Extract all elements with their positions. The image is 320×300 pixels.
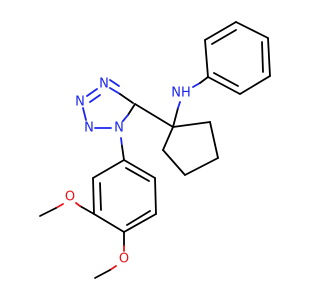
- bond-o2-me-a: [109, 265, 117, 271]
- bond-ph-6: [207, 76, 241, 95]
- bond-ar-d3: [125, 167, 150, 182]
- bond-cp-4: [162, 149, 186, 176]
- bond-ar-5: [154, 177, 157, 215]
- bond-n4-n3: [86, 88, 98, 97]
- atom-n4: N: [99, 77, 109, 92]
- bond-cp-5: [162, 126, 174, 151]
- bond-ar-1: [92, 159, 125, 179]
- bond-o2-me-b: [94, 269, 111, 279]
- bond-cp-1: [172, 121, 211, 128]
- atom-nh: NH: [171, 86, 191, 101]
- bond-ar-d1: [99, 182, 102, 211]
- bond-ar-o1-a: [79, 205, 95, 215]
- atom-o2: O: [119, 252, 129, 267]
- molecule-structure: N N N N NH: [39, 21, 271, 279]
- bond-ph-2: [204, 21, 237, 41]
- molecule-diagram: N N N N NH: [39, 21, 271, 279]
- bond-n1-ar-a: [120, 137, 123, 147]
- bond-cq-nh-b: [177, 101, 181, 109]
- bond-ar-4: [123, 213, 157, 233]
- bond-ph-d3: [213, 72, 239, 87]
- dimethoxyphenyl-ring: [92, 159, 157, 233]
- bond-n4-c5-double-a: [109, 79, 120, 87]
- bond-nh-ph-a: [192, 82, 201, 88]
- bond-ar-d2: [126, 210, 151, 226]
- bond-cq-nh-a: [172, 107, 179, 128]
- bond-c5-n1-a: [127, 103, 136, 116]
- atom-o1: O: [65, 190, 75, 205]
- atom-n3: N: [75, 95, 85, 110]
- bond-ar-o1-b: [75, 202, 81, 207]
- bond-ph-4: [267, 37, 271, 77]
- bond-ar-3: [93, 213, 125, 233]
- bond-o1-me-b: [39, 207, 57, 217]
- bond-ar-2: [92, 177, 95, 215]
- bond-ph-1: [204, 39, 209, 78]
- bond-ph-d1: [211, 29, 237, 45]
- bond-c5-n1-b: [122, 114, 129, 122]
- bond-c5-cq: [134, 103, 174, 128]
- bond-cp-2: [209, 121, 219, 159]
- bond-o1-me-a: [55, 203, 64, 209]
- bond-n4-c5-b: [119, 93, 134, 104]
- bond-n4-n3-double: [89, 94, 101, 103]
- bond-n4-c5-a: [109, 87, 121, 95]
- bond-ph-d2: [261, 41, 264, 73]
- bond-nh-ph-b: [199, 76, 209, 84]
- bond-cp-3: [184, 157, 219, 176]
- phenyl-ring: [204, 21, 271, 95]
- bond-n3-n2: [82, 107, 87, 121]
- bond-ph-3: [235, 21, 269, 39]
- atom-n2: N: [84, 121, 94, 136]
- cyclopentane-ring: [162, 121, 219, 176]
- tetrazole-ring: [82, 79, 136, 129]
- atom-n1: N: [114, 121, 124, 136]
- bond-n1-ar-b: [121, 145, 125, 161]
- bond-ph-5: [239, 75, 271, 95]
- bond-ar-6: [123, 159, 156, 179]
